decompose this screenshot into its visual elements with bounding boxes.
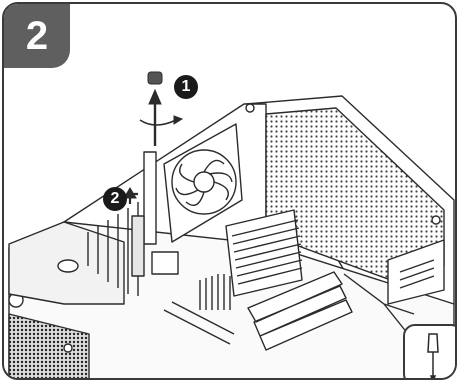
fan-hub — [193, 171, 215, 193]
top-panel-port — [57, 259, 79, 273]
thumb-screw-top — [245, 103, 255, 113]
thumb-screw-side — [431, 215, 441, 225]
heatsink-fins — [231, 219, 303, 285]
screw-removal-action — [139, 71, 184, 146]
fan-blades — [175, 159, 233, 206]
lift-arrow-head — [123, 187, 137, 199]
up-arrow-head — [148, 88, 162, 105]
screwdriver-icon — [427, 333, 439, 378]
callout-1: 1 — [174, 75, 198, 99]
front-port — [63, 343, 73, 353]
bracket-removal-action — [123, 187, 138, 204]
vrm-block — [151, 251, 179, 275]
expansion-slots — [87, 202, 139, 296]
psu-connectors — [399, 259, 435, 289]
rotate-arrow-head — [173, 115, 184, 125]
pcie-card — [131, 215, 145, 277]
screw-head — [147, 71, 163, 85]
rotate-arrow — [139, 119, 177, 126]
required-tool-panel — [403, 324, 455, 378]
cable-run — [343, 273, 415, 335]
callout-2: 2 — [103, 187, 127, 211]
chipset-fins — [199, 274, 231, 310]
expansion-bracket — [143, 151, 157, 245]
pc-case-illustration — [8, 71, 455, 378]
step-frame: 2 1 2 — [2, 2, 457, 380]
ram-slots — [247, 271, 353, 351]
front-mesh-panel — [8, 313, 90, 378]
io-shield — [163, 301, 235, 345]
step-number-badge: 2 — [4, 4, 70, 68]
